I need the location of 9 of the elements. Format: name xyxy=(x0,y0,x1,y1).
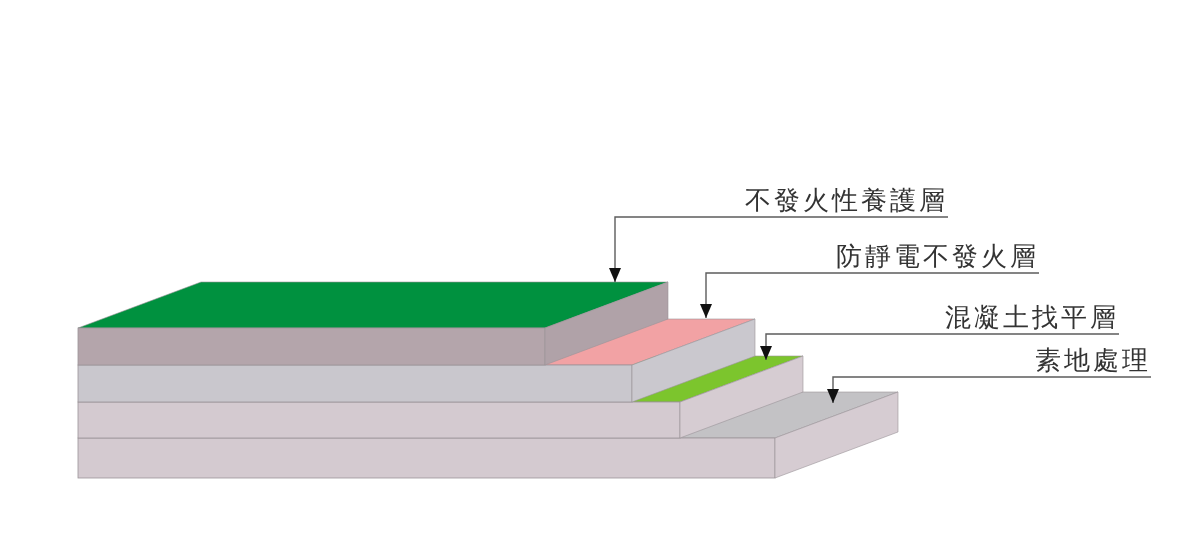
layer-label: 混凝土找平層 xyxy=(945,301,1119,334)
floor-layer-slab xyxy=(77,281,669,366)
leader-line xyxy=(700,272,1040,319)
leader-line xyxy=(609,216,949,283)
layer-label: 防靜電不發火層 xyxy=(836,240,1039,273)
leader-line xyxy=(760,333,1120,361)
layer-label: 素地處理 xyxy=(1035,344,1151,377)
layer-label: 不發火性養護層 xyxy=(745,184,948,217)
leader-line xyxy=(827,376,1152,404)
